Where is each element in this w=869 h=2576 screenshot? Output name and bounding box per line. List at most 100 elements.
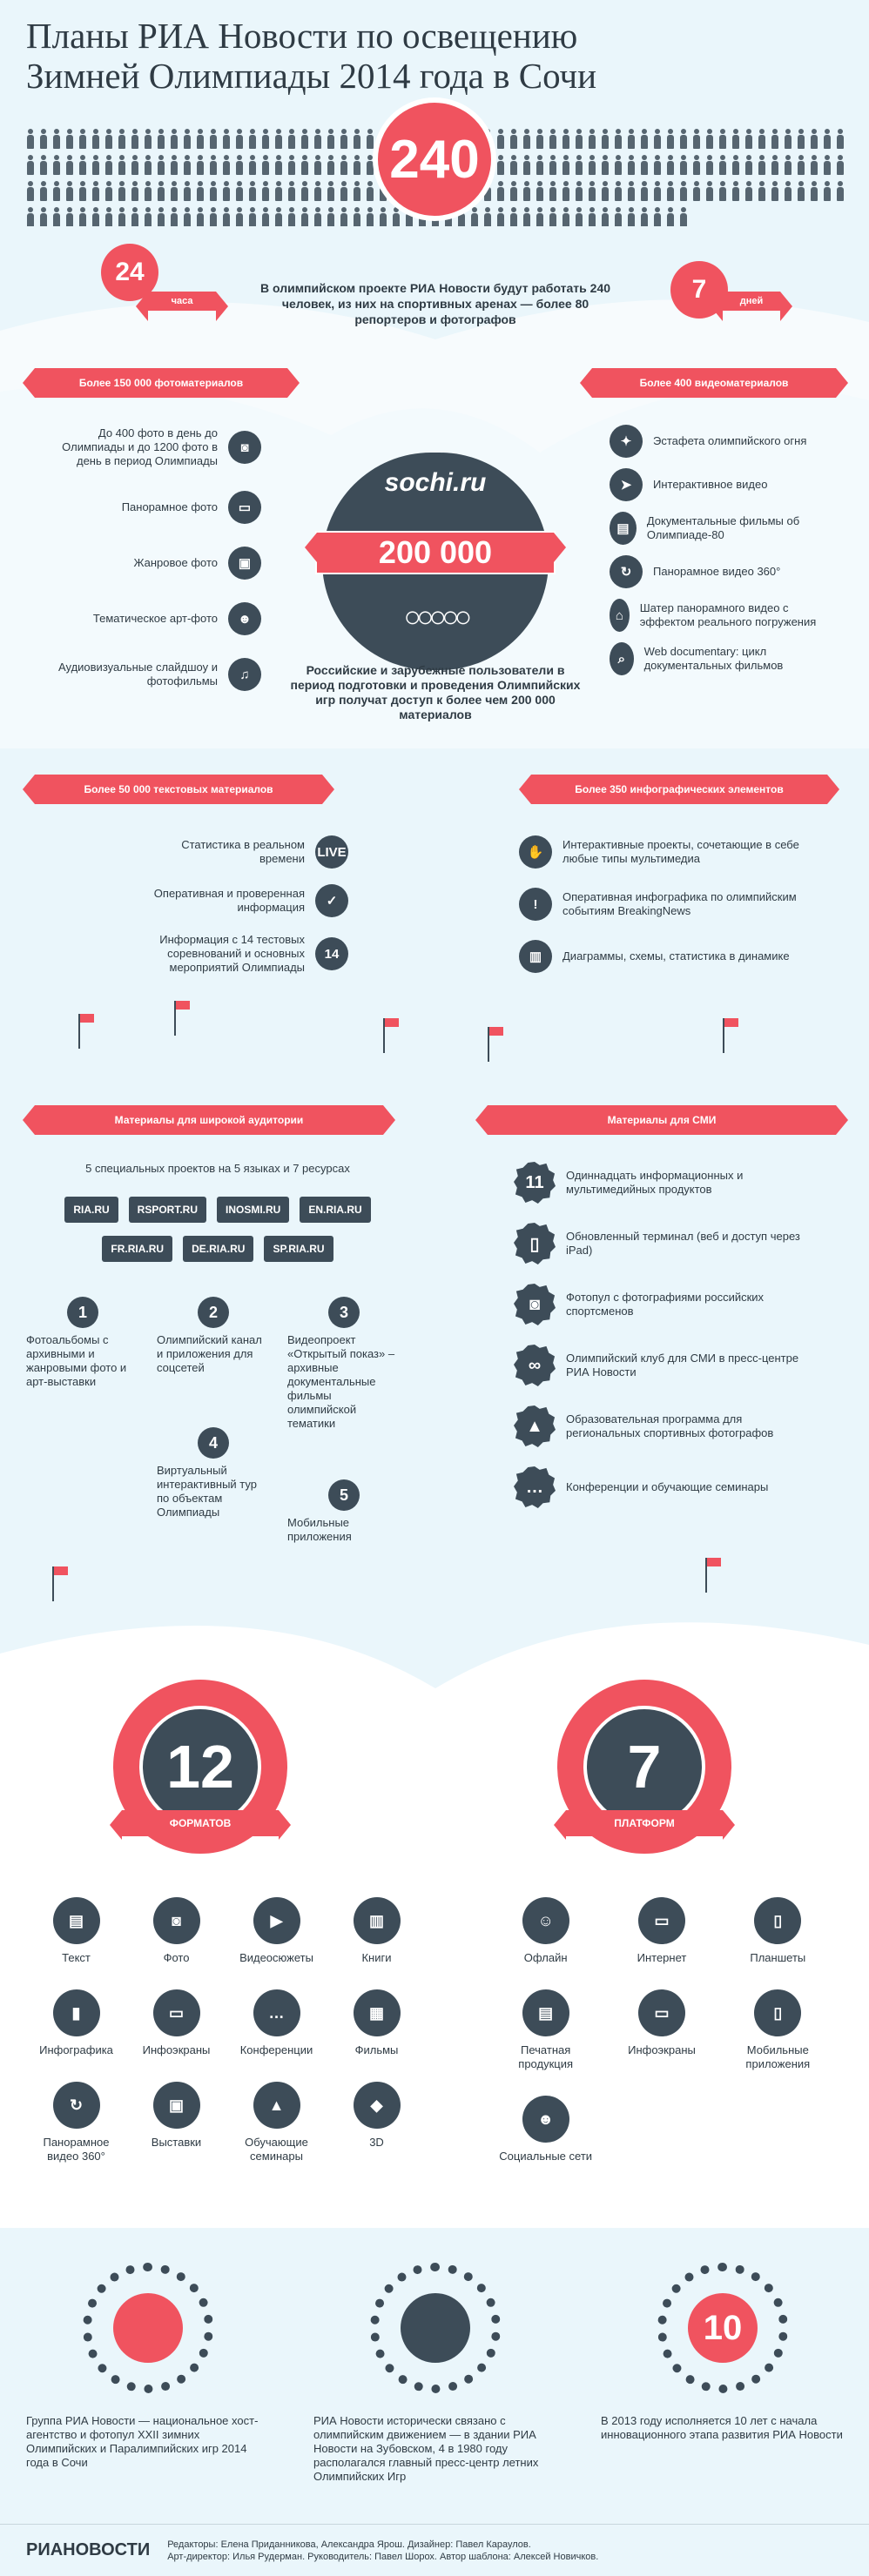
person-icon: [483, 207, 492, 226]
laurel-wreath-icon: [83, 2263, 213, 2393]
person-icon: [509, 129, 518, 150]
person-icon: [39, 129, 48, 150]
person-icon: [744, 155, 753, 176]
film-icon: ▤: [610, 512, 637, 545]
list-item-label: Статистика в реальном времени: [181, 838, 305, 865]
person-icon: [261, 155, 270, 176]
center-number: 200 000: [305, 531, 566, 574]
person-icon: [562, 181, 570, 202]
grid-item-label: Видеосюжеты: [239, 1951, 313, 1964]
site-tag[interactable]: SP.RIA.RU: [264, 1236, 333, 1262]
person-icon: [653, 129, 662, 150]
person-icon: [91, 155, 100, 176]
grid-item: ☺ Офлайн: [488, 1897, 603, 1965]
person-icon: [144, 207, 152, 226]
list-item: ▤Документальные фильмы об Олимпиаде-80: [610, 512, 836, 545]
grid-item-label: Социальные сети: [499, 2150, 593, 2163]
list-item: ✋Интерактивные проекты, сочетающие в себ…: [519, 835, 850, 869]
page-title: Планы РИА Новости по освещению Зимней Ол…: [26, 16, 597, 96]
person-icon: [287, 129, 296, 150]
person-icon: [340, 129, 348, 150]
grid-item-label: Офлайн: [523, 1951, 568, 1964]
person-icon: [170, 155, 179, 176]
people-icon: ☻: [522, 2096, 569, 2143]
center-description: Российские и зарубежные пользователи в п…: [290, 663, 581, 721]
person-icon: [575, 155, 583, 176]
person-icon: [65, 155, 74, 176]
person-icon: [52, 155, 61, 176]
cube-icon: ◆: [353, 2082, 401, 2129]
site-tag[interactable]: RSPORT.RU: [128, 1197, 206, 1223]
credits-line-1: Редакторы: Елена Приданникова, Александр…: [167, 2539, 531, 2550]
reader-icon: ☺: [522, 1897, 569, 1944]
person-icon: [353, 181, 361, 202]
person-icon: [823, 129, 832, 150]
grid-item: ▲Обучающие семинары: [226, 2082, 327, 2163]
person-icon: [287, 207, 296, 226]
person-icon: [366, 207, 374, 226]
person-icon: [653, 181, 662, 202]
photo-banner: Более 150 000 фотоматериалов: [23, 368, 300, 398]
person-icon: [588, 181, 596, 202]
list-item: ✦Эстафета олимпийского огня: [610, 425, 836, 458]
person-icon: [248, 129, 257, 150]
cursor-icon: ➤: [610, 468, 643, 501]
grid-item-label: Инфоэкраны: [628, 2043, 696, 2056]
person-icon: [26, 129, 35, 150]
grid-item-label: Панорамное видео 360°: [43, 2136, 110, 2163]
grid-item-label: Печатная продукция: [518, 2043, 574, 2070]
rotate-icon: ↻: [610, 555, 643, 588]
list-item-label: До 400 фото в день до Олимпиады и до 120…: [62, 426, 218, 467]
grid-item: …Конференции: [226, 1989, 327, 2057]
camera-icon: ◙: [514, 1284, 556, 1325]
person-icon: [300, 129, 309, 150]
person-icon: [666, 207, 675, 226]
person-icon: [131, 129, 139, 150]
person-icon: [392, 207, 401, 226]
site-tag[interactable]: INOSMI.RU: [217, 1197, 290, 1223]
person-icon: [39, 181, 48, 202]
speech-bubble-icon: …: [253, 1989, 300, 2036]
person-icon: [549, 207, 557, 226]
site-tag[interactable]: DE.RIA.RU: [183, 1236, 254, 1262]
person-icon: [549, 155, 557, 176]
person-icon: [679, 129, 688, 150]
person-icon: [52, 129, 61, 150]
number-11-icon: 11: [514, 1162, 556, 1204]
person-icon: [679, 155, 688, 176]
person-icon: [144, 155, 152, 176]
person-icon: [248, 181, 257, 202]
person-icon: [144, 181, 152, 202]
photo-list: До 400 фото в день до Олимпиады и до 120…: [52, 426, 261, 714]
laptop-icon: ▭: [637, 1897, 685, 1944]
person-icon: [248, 155, 257, 176]
speech-bubble-icon: …: [514, 1466, 556, 1508]
grid-item: ▮Инфографика: [26, 1989, 126, 2057]
text-materials-banner: Более 50 000 текстовых материалов: [23, 775, 334, 804]
person-icon: [771, 129, 779, 150]
person-icon: [261, 207, 270, 226]
person-icon: [196, 207, 205, 226]
list-item: Аудиовизуальные слайдшоу и фотофильмы♫: [52, 658, 261, 691]
person-icon: [692, 181, 701, 202]
person-icon: [144, 129, 152, 150]
monitor-icon: ▭: [152, 1989, 200, 2036]
list-item-label: Обновленный терминал (веб и доступ через…: [566, 1230, 800, 1257]
person-icon: [235, 207, 244, 226]
site-tag[interactable]: RIA.RU: [64, 1197, 118, 1223]
person-icon: [758, 181, 766, 202]
person-icon: [653, 207, 662, 226]
site-tag[interactable]: FR.RIA.RU: [102, 1236, 173, 1262]
person-icon: [366, 129, 374, 150]
graduation-cap-icon: ▲: [253, 2082, 300, 2129]
person-icon: [536, 207, 544, 226]
person-icon: [601, 181, 610, 202]
person-icon: [353, 129, 361, 150]
person-icon: [627, 207, 636, 226]
site-tag[interactable]: EN.RIA.RU: [300, 1197, 371, 1223]
list-item: ▥Диаграммы, схемы, статистика в динамике: [519, 940, 850, 973]
person-icon: [78, 207, 87, 226]
